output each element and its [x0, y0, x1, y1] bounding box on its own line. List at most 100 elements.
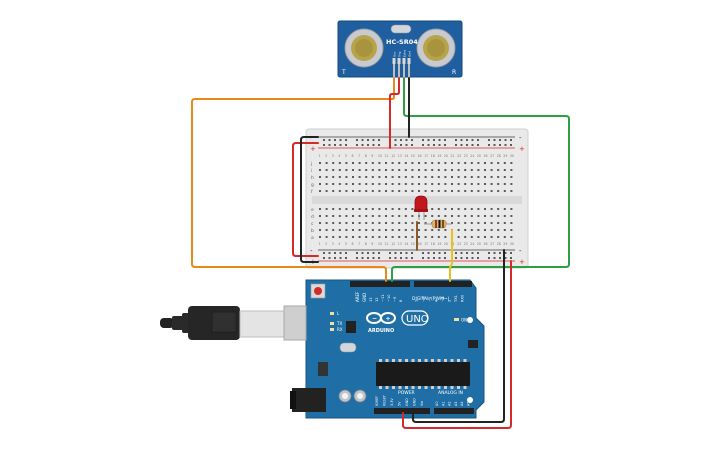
breadboard-hole[interactable] [358, 190, 361, 192]
breadboard-hole[interactable] [352, 236, 354, 238]
breadboard-hole[interactable] [497, 208, 500, 210]
breadboard-hole[interactable] [464, 222, 467, 224]
breadboard-hole[interactable] [378, 169, 381, 171]
breadboard-hole[interactable] [345, 208, 348, 210]
rail-hole[interactable] [378, 144, 380, 146]
rail-hole[interactable] [493, 139, 496, 141]
breadboard-hole[interactable] [378, 176, 381, 178]
breadboard-hole[interactable] [431, 215, 434, 217]
breadboard-hole[interactable] [444, 215, 447, 217]
breadboard-hole[interactable] [319, 190, 321, 192]
breadboard-hole[interactable] [325, 229, 328, 231]
breadboard-hole[interactable] [477, 169, 480, 171]
rail-hole[interactable] [471, 252, 474, 254]
breadboard-hole[interactable] [503, 162, 506, 164]
rail-hole[interactable] [466, 139, 468, 141]
breadboard-hole[interactable] [391, 162, 394, 164]
breadboard-hole[interactable] [503, 222, 506, 224]
rail-hole[interactable] [499, 144, 501, 146]
breadboard-hole[interactable] [451, 208, 453, 210]
breadboard-hole[interactable] [365, 208, 368, 210]
breadboard-hole[interactable] [358, 176, 361, 178]
power-header[interactable] [374, 408, 430, 414]
rail-hole[interactable] [367, 139, 369, 141]
breadboard-hole[interactable] [444, 190, 447, 192]
wire-orange[interactable] [191, 77, 395, 282]
wire-red-sensor[interactable] [389, 77, 400, 149]
rail-hole[interactable] [328, 257, 331, 259]
breadboard-hole[interactable] [411, 176, 414, 178]
rail-hole[interactable] [394, 144, 397, 146]
breadboard-hole[interactable] [404, 190, 407, 192]
breadboard-hole[interactable] [470, 162, 473, 164]
breadboard-hole[interactable] [404, 229, 407, 231]
rail-hole[interactable] [367, 252, 369, 254]
rail-hole[interactable] [499, 139, 501, 141]
breadboard-hole[interactable] [398, 229, 401, 231]
rail-hole[interactable] [422, 139, 424, 141]
rail-hole[interactable] [372, 257, 375, 259]
breadboard-hole[interactable] [444, 162, 447, 164]
breadboard-hole[interactable] [451, 162, 453, 164]
breadboard-hole[interactable] [484, 162, 486, 164]
rail-hole[interactable] [488, 257, 490, 259]
rail-hole[interactable] [356, 139, 358, 141]
rail-hole[interactable] [394, 257, 397, 259]
breadboard-hole[interactable] [385, 183, 387, 185]
breadboard-hole[interactable] [378, 215, 381, 217]
breadboard-hole[interactable] [464, 190, 467, 192]
rail-hole[interactable] [411, 257, 413, 259]
breadboard-hole[interactable] [338, 176, 341, 178]
breadboard-hole[interactable] [464, 215, 467, 217]
rail-hole[interactable] [361, 252, 364, 254]
breadboard-hole[interactable] [319, 169, 321, 171]
breadboard-hole[interactable] [444, 208, 447, 210]
rail-hole[interactable] [378, 257, 380, 259]
rail-hole[interactable] [438, 257, 441, 259]
breadboard-hole[interactable] [391, 215, 394, 217]
breadboard-hole[interactable] [477, 229, 480, 231]
rail-hole[interactable] [493, 252, 496, 254]
breadboard-hole[interactable] [477, 236, 480, 238]
breadboard-hole[interactable] [418, 190, 420, 192]
breadboard-hole[interactable] [424, 229, 427, 231]
digital-header-left[interactable] [350, 281, 410, 287]
analog-header[interactable] [434, 408, 474, 414]
rail-hole[interactable] [427, 144, 430, 146]
breadboard-hole[interactable] [451, 215, 453, 217]
breadboard-hole[interactable] [418, 229, 420, 231]
rail-hole[interactable] [339, 252, 342, 254]
breadboard-hole[interactable] [424, 183, 427, 185]
breadboard-hole[interactable] [437, 162, 440, 164]
breadboard-hole[interactable] [345, 229, 348, 231]
breadboard-hole[interactable] [358, 215, 361, 217]
breadboard-hole[interactable] [418, 169, 420, 171]
breadboard-hole[interactable] [490, 208, 493, 210]
rail-hole[interactable] [460, 144, 463, 146]
breadboard-hole[interactable] [490, 229, 493, 231]
breadboard-hole[interactable] [385, 190, 387, 192]
rail-hole[interactable] [339, 139, 342, 141]
breadboard-hole[interactable] [497, 190, 500, 192]
breadboard-hole[interactable] [345, 236, 348, 238]
breadboard-hole[interactable] [404, 162, 407, 164]
rail-hole[interactable] [356, 257, 358, 259]
rail-hole[interactable] [444, 139, 446, 141]
rail-hole[interactable] [510, 144, 512, 146]
breadboard-hole[interactable] [470, 208, 473, 210]
breadboard-hole[interactable] [338, 169, 341, 171]
breadboard-hole[interactable] [497, 215, 500, 217]
breadboard-hole[interactable] [497, 176, 500, 178]
breadboard-hole[interactable] [490, 183, 493, 185]
rail-hole[interactable] [433, 257, 435, 259]
breadboard-hole[interactable] [332, 183, 335, 185]
rail-hole[interactable] [488, 252, 490, 254]
rail-hole[interactable] [367, 257, 369, 259]
breadboard-hole[interactable] [319, 162, 321, 164]
breadboard-hole[interactable] [451, 222, 453, 224]
breadboard-hole[interactable] [358, 236, 361, 238]
breadboard-hole[interactable] [385, 236, 387, 238]
rail-hole[interactable] [466, 144, 468, 146]
breadboard-hole[interactable] [457, 183, 460, 185]
breadboard-hole[interactable] [457, 222, 460, 224]
